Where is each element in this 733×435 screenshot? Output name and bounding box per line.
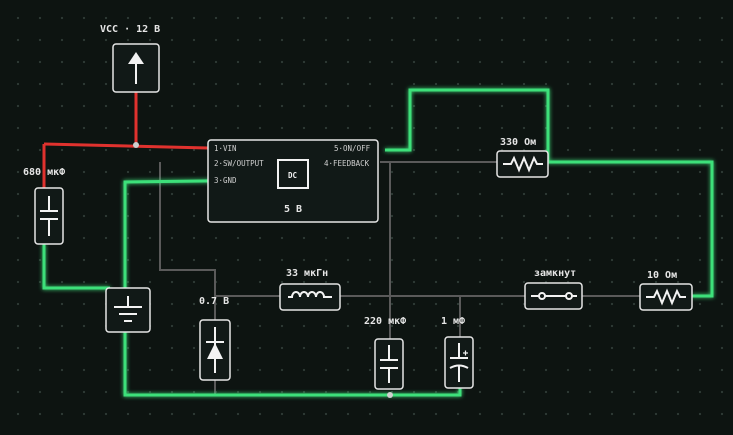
- arrow-up-icon: [128, 52, 144, 84]
- small-capacitor[interactable]: 1 мФ: [441, 316, 474, 389]
- pin-onoff: 5·ON/OFF: [334, 144, 371, 153]
- dc-chip-icon: DC: [277, 159, 309, 189]
- inductor[interactable]: 33 мкГн: [279, 268, 341, 311]
- switch-label: замкнут: [534, 268, 576, 279]
- switch[interactable]: замкнут: [524, 268, 583, 310]
- resistor-icon: [503, 155, 543, 173]
- pin-gnd: 3·GND: [214, 176, 237, 185]
- diode-icon: [206, 327, 224, 373]
- ground[interactable]: [105, 287, 151, 333]
- capacitor-icon: [380, 345, 398, 383]
- junction-dot: [133, 142, 139, 148]
- resistor-load-label: 10 Ом: [647, 270, 677, 281]
- cap-output-label: 220 мкФ: [364, 316, 406, 327]
- ground-icon: [114, 296, 142, 322]
- dc-regulator[interactable]: 1·VIN 2·SW/OUTPUT 3·GND 5·ON/OFF 4·FEEDB…: [207, 139, 379, 223]
- powered-wires: [42, 92, 209, 188]
- resistor-top-label: 330 Ом: [500, 137, 536, 148]
- pin-vin: 1·VIN: [214, 144, 237, 153]
- chip-label: DC: [288, 171, 297, 180]
- output-voltage-label: 5 В: [284, 204, 302, 215]
- output-capacitor[interactable]: 220 мкФ: [364, 316, 406, 390]
- cap-small-label: 1 мФ: [441, 316, 465, 327]
- inductor-label: 33 мкГн: [286, 268, 328, 279]
- junction-dot: [387, 392, 393, 398]
- input-capacitor[interactable]: 680 мкФ: [23, 167, 65, 245]
- idle-wires: [159, 161, 640, 395]
- pin-sw: 2·SW/OUTPUT: [214, 159, 264, 168]
- vcc-source[interactable]: VCC · 12 В: [100, 24, 160, 93]
- resistor-load[interactable]: 10 Ом: [639, 270, 693, 311]
- pin-feedback: 4·FEEDBACK: [324, 159, 370, 168]
- resistor-top[interactable]: 330 Ом: [496, 137, 549, 178]
- inductor-icon: [288, 291, 332, 298]
- resistor-icon: [646, 288, 686, 306]
- polarized-capacitor-icon: [449, 343, 469, 382]
- vcc-label: VCC · 12 В: [100, 24, 160, 35]
- diode[interactable]: 0.7 В: [199, 296, 231, 381]
- diode-label: 0.7 В: [199, 296, 229, 307]
- switch-icon: [531, 292, 577, 300]
- capacitor-icon: [40, 196, 58, 236]
- cap-input-label: 680 мкФ: [23, 167, 65, 178]
